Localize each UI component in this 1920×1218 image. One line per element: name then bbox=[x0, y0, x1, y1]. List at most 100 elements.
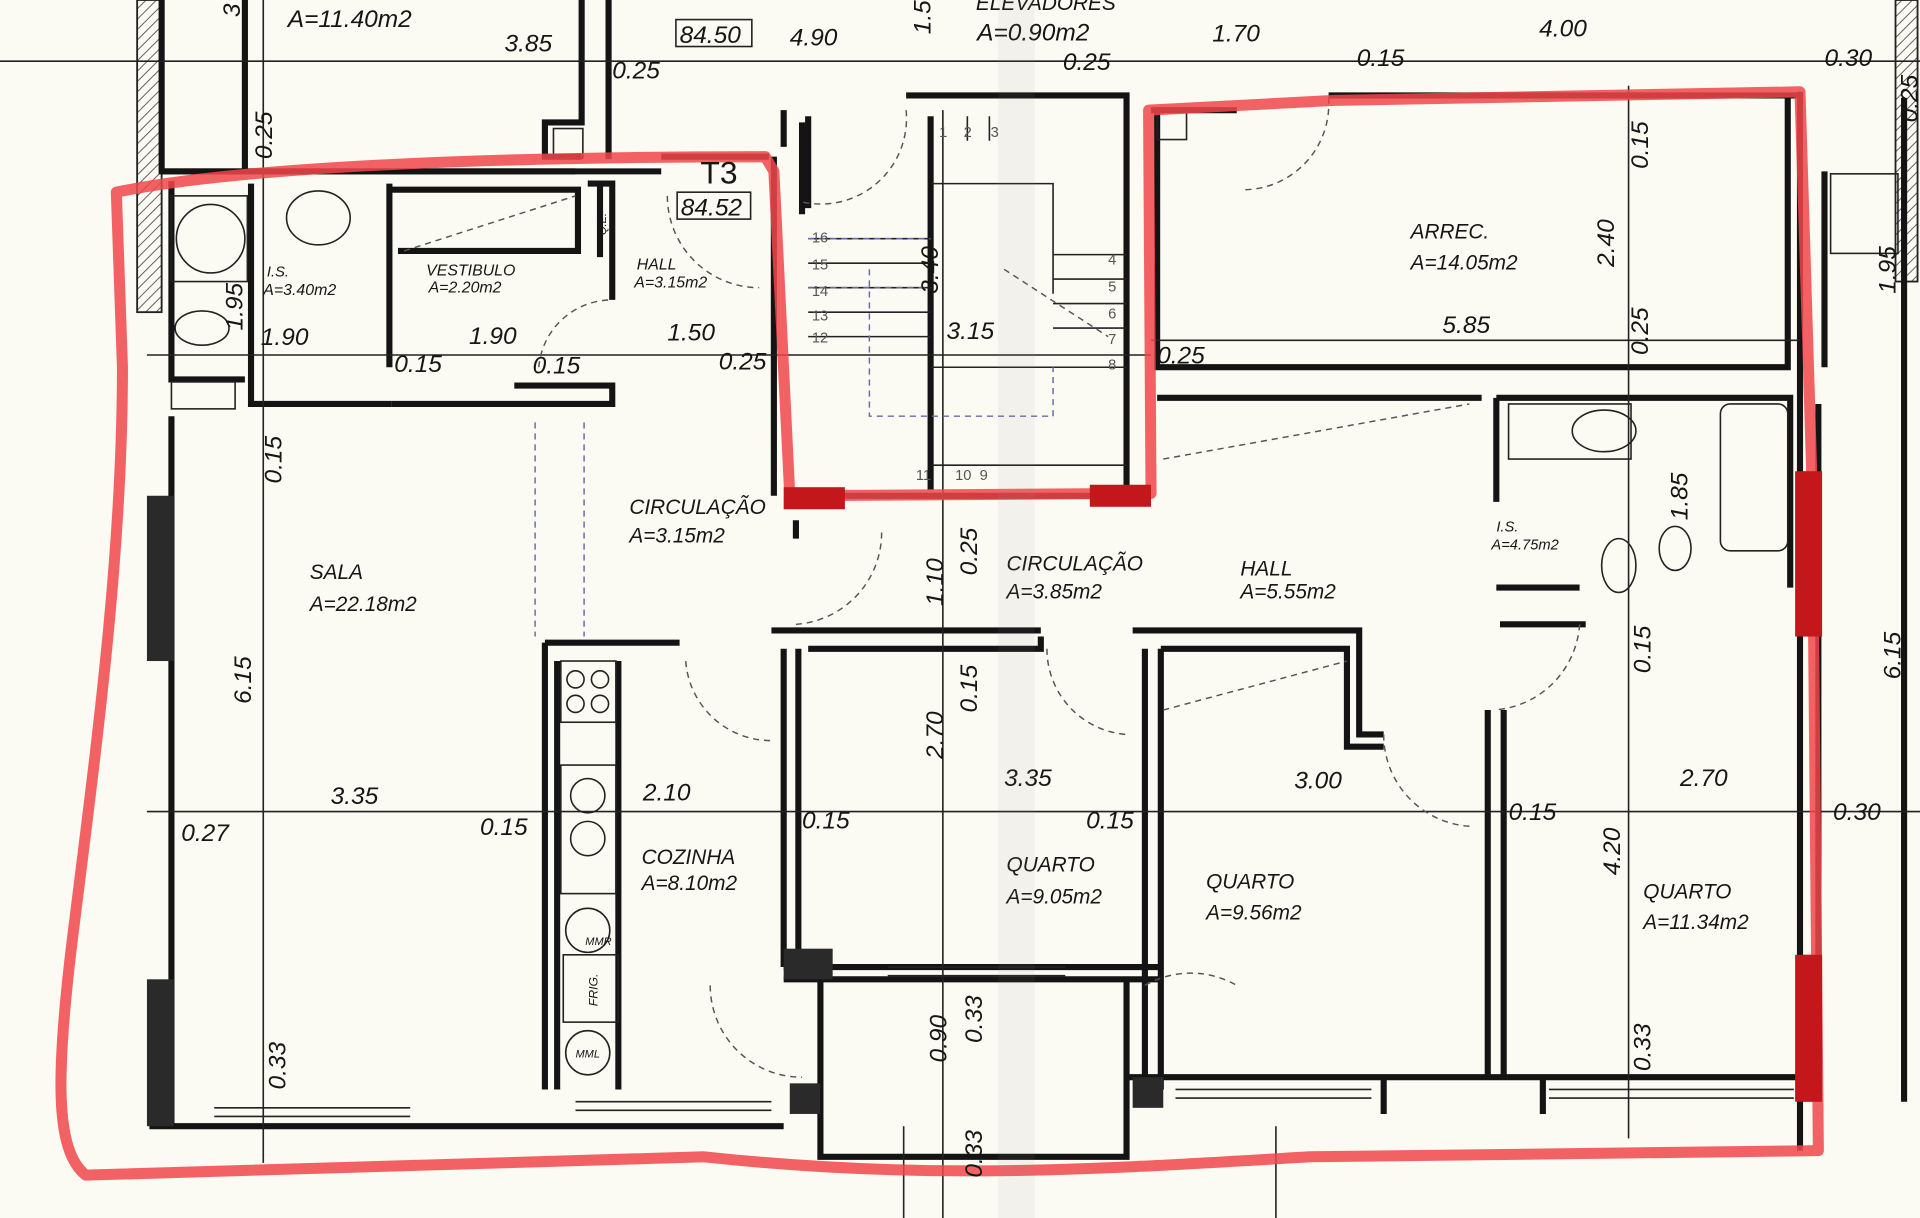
shower-icon bbox=[175, 203, 246, 274]
dimension: 0.15 bbox=[533, 352, 581, 379]
door-swings bbox=[403, 97, 1581, 1078]
dimension: 0.25 bbox=[1627, 307, 1654, 355]
dimension: 1.50 bbox=[667, 319, 715, 346]
stair-step: 10 bbox=[955, 468, 971, 484]
unit-area-value: 84.52 bbox=[681, 194, 743, 221]
unit-area-box bbox=[676, 191, 752, 220]
washer-label: MML bbox=[576, 1049, 600, 1061]
dimension: 0.15 bbox=[802, 808, 850, 835]
stair-step: 14 bbox=[812, 284, 828, 300]
room-name: HALL bbox=[1240, 557, 1292, 580]
red-wall-highlights bbox=[783, 471, 1823, 1102]
stair-step: 2 bbox=[964, 125, 972, 141]
dimension: 3.40 bbox=[917, 246, 944, 294]
stair-step: 11 bbox=[916, 468, 931, 484]
dimension-labels: 3.85 4.90 0.25 1.5 0.25 1.70 0.15 4.00 0… bbox=[181, 0, 1920, 1178]
dimension: 3.15 bbox=[947, 318, 995, 345]
room-area: A=8.10m2 bbox=[640, 872, 738, 895]
room-area: A=22.18m2 bbox=[308, 593, 417, 616]
bidet-icon bbox=[1658, 525, 1692, 572]
dimension: 1.5 bbox=[910, 0, 937, 34]
dimension: 0.27 bbox=[181, 820, 230, 847]
toilet-icon bbox=[174, 310, 230, 346]
room-area: A=2.20m2 bbox=[428, 280, 502, 297]
room-labels: A=11.40m2 ELEVADORES A=0.90m2 I.S. A=3.4… bbox=[262, 0, 1749, 934]
room-name: VESTIBULO bbox=[426, 262, 515, 279]
dimension: 0.25 bbox=[719, 349, 767, 376]
dimension: 0.15 bbox=[480, 814, 528, 841]
dimension: 0.33 bbox=[961, 995, 988, 1043]
stair-step: 16 bbox=[812, 230, 828, 246]
dimension: 3.35 bbox=[331, 783, 379, 810]
dimension: 0.90 bbox=[926, 1015, 953, 1063]
dimension: 2.70 bbox=[1679, 765, 1728, 792]
unit-boundary-annotation bbox=[55, 86, 1824, 1181]
staircase: 1 2 3 4 5 6 7 8 9 10 11 12 13 14 15 16 bbox=[808, 116, 1127, 484]
dimension: 0.15 bbox=[1086, 808, 1134, 835]
unit-tag: T3 bbox=[700, 155, 737, 191]
dimension: 0.15 bbox=[956, 664, 983, 712]
room-area: A=3.15m2 bbox=[627, 524, 725, 547]
dimension: 1.95 bbox=[221, 283, 248, 331]
room-area: A=11.40m2 bbox=[286, 6, 412, 33]
dimension: 6.15 bbox=[1879, 631, 1906, 679]
dryer-icon bbox=[564, 907, 611, 954]
dimension: 0.25 bbox=[1897, 74, 1920, 122]
room-area: A=9.56m2 bbox=[1204, 901, 1302, 924]
dimension: 1.90 bbox=[261, 324, 309, 351]
dimension: 0.25 bbox=[1157, 343, 1205, 370]
dimension: 1.10 bbox=[922, 558, 949, 606]
dimension: 4.20 bbox=[1599, 827, 1626, 875]
room-name: QUARTO bbox=[1007, 854, 1095, 877]
dimension: 1.70 bbox=[1212, 21, 1260, 48]
room-name: SALA bbox=[310, 561, 363, 584]
room-area: A=14.05m2 bbox=[1409, 251, 1518, 274]
dimension: 0.33 bbox=[961, 1130, 988, 1178]
dimension: 2.10 bbox=[642, 780, 691, 807]
sink-icon bbox=[1571, 409, 1637, 453]
room-name: HALL bbox=[637, 256, 677, 273]
page-fold bbox=[997, 0, 1035, 1218]
room-area: A=3.85m2 bbox=[1005, 581, 1103, 604]
stair-step: 5 bbox=[1108, 279, 1116, 295]
room-area: A=3.40m2 bbox=[262, 282, 336, 299]
dimension: 4.00 bbox=[1539, 16, 1587, 43]
neighbor-area-box bbox=[675, 18, 753, 48]
room-name: CIRCULAÇÃO bbox=[1007, 551, 1143, 575]
dimension: 0.30 bbox=[1824, 45, 1872, 72]
dimension: 0.15 bbox=[1357, 45, 1405, 72]
stair-step: 3 bbox=[991, 125, 999, 141]
dimension: 6.15 bbox=[230, 656, 257, 704]
dimension: 0.25 bbox=[612, 57, 660, 84]
exterior-wall-hatched bbox=[136, 0, 163, 314]
room-name: COZINHA bbox=[642, 846, 736, 869]
dimension: 3 bbox=[219, 3, 246, 17]
stair-step: 7 bbox=[1108, 332, 1116, 348]
sink-counter bbox=[1507, 403, 1632, 460]
dimension: 2.40 bbox=[1593, 219, 1620, 268]
room-area: A=9.05m2 bbox=[1005, 885, 1103, 908]
fridge-label: FRIG. bbox=[587, 974, 601, 1007]
dimension: 0.33 bbox=[264, 1041, 291, 1089]
room-name: I.S. bbox=[267, 265, 289, 281]
dimension: 5.85 bbox=[1442, 312, 1490, 339]
dimension: 3.85 bbox=[504, 30, 552, 57]
dimension: 0.25 bbox=[251, 111, 278, 159]
stair-step: 1 bbox=[939, 125, 947, 141]
dimension: 0.15 bbox=[261, 436, 288, 484]
room-name: QUARTO bbox=[1643, 881, 1731, 904]
dimension: 2.70 bbox=[922, 711, 949, 760]
dimension: 0.25 bbox=[1063, 49, 1111, 76]
shower-tray bbox=[1829, 173, 1899, 255]
stair-step: 9 bbox=[980, 468, 988, 484]
kitchen-sink-icon bbox=[560, 764, 617, 895]
stair-step: 12 bbox=[812, 331, 828, 347]
dimension: 0.15 bbox=[1509, 799, 1557, 826]
stair-step: 13 bbox=[812, 309, 828, 325]
dimension: 0.15 bbox=[1630, 625, 1657, 673]
windows bbox=[214, 966, 1794, 1118]
dimension: 1.95 bbox=[1875, 246, 1902, 294]
room-name: QUARTO bbox=[1206, 871, 1294, 894]
